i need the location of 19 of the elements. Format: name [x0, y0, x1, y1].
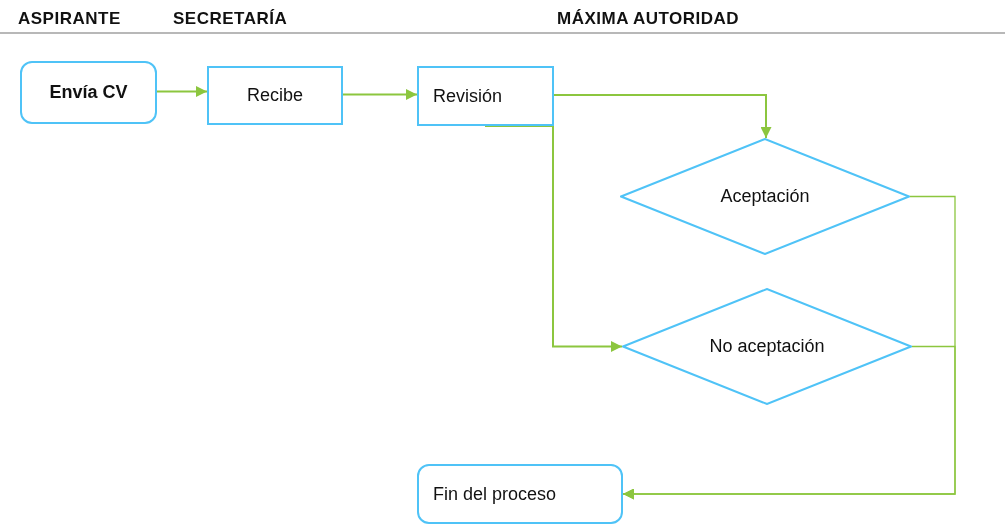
decision-diamond: [622, 288, 912, 405]
arrow: [156, 86, 208, 97]
arrow: [622, 345, 956, 500]
process-box: [207, 66, 343, 125]
lane-heading: ASPIRANTE: [18, 9, 121, 29]
terminal-box: [20, 61, 157, 124]
node-label: Envía CV: [49, 82, 128, 103]
node-label: Revisión: [433, 85, 503, 107]
node-label: Fin del proceso: [433, 483, 557, 505]
node-label: No aceptación: [709, 336, 825, 357]
node-label: Aceptación: [720, 186, 810, 207]
arrow: [342, 89, 418, 100]
arrow: [553, 94, 772, 139]
lane-heading: SECRETARÍA: [173, 9, 288, 29]
decision-diamond: [620, 138, 910, 255]
process-box: [417, 66, 554, 126]
node-label: Recibe: [247, 85, 303, 106]
terminal-box: [417, 464, 623, 524]
lane-heading: MÁXIMA AUTORIDAD: [557, 9, 740, 29]
